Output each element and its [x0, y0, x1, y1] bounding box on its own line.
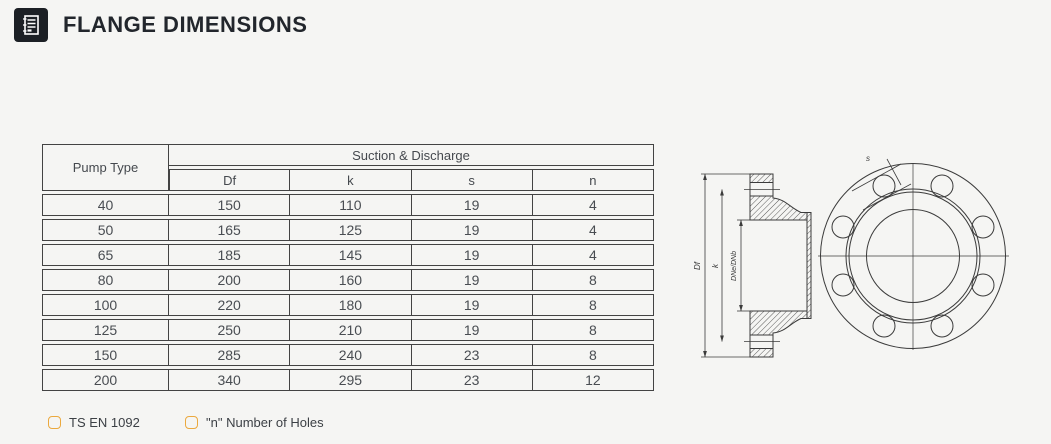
cell-n: 8: [532, 344, 654, 366]
cell-s: 19: [411, 269, 533, 291]
bolt-hole: [930, 174, 954, 198]
dim-label-bore: DNe/DNb: [731, 251, 738, 281]
cell-s: 19: [411, 244, 533, 266]
page-title: FLANGE DIMENSIONS: [63, 12, 308, 37]
table-row: 125 250 210 19 8: [42, 319, 654, 341]
cell-df: 340: [169, 369, 291, 391]
dim-label-s: s: [866, 154, 870, 163]
cell-pump-type: 65: [42, 244, 169, 266]
cell-n: 8: [532, 294, 654, 316]
cell-k: 180: [290, 294, 412, 316]
dim-label-df: Df: [693, 261, 702, 270]
col-header-suction-discharge: Suction & Discharge: [169, 144, 654, 166]
cell-n: 8: [532, 269, 654, 291]
section-upper-body: [749, 173, 812, 221]
flange-dimensions-table: Pump Type Suction & Discharge Df k s n 4…: [42, 141, 654, 394]
cell-df: 285: [169, 344, 291, 366]
legend-item-holes-note: "n" Number of Holes: [185, 415, 324, 430]
cell-pump-type: 150: [42, 344, 169, 366]
bolt-hole: [930, 314, 954, 338]
cell-pump-type: 100: [42, 294, 169, 316]
table-header-row-1: Pump Type Suction & Discharge: [42, 144, 654, 191]
cell-s: 19: [411, 194, 533, 216]
bolt-hole: [971, 273, 995, 297]
cell-s: 19: [411, 294, 533, 316]
cell-k: 295: [290, 369, 412, 391]
cell-s: 23: [411, 369, 533, 391]
legend-label: TS EN 1092: [69, 415, 140, 430]
cell-df: 220: [169, 294, 291, 316]
orange-square-bullet-icon: [48, 416, 61, 429]
cell-n: 4: [532, 194, 654, 216]
bolt-hole: [872, 314, 896, 338]
table-row: 40 150 110 19 4: [42, 194, 654, 216]
legend-label: "n" Number of Holes: [206, 415, 324, 430]
table-header-row-2: Df k s n: [42, 169, 654, 191]
cell-df: 150: [169, 194, 291, 216]
cell-n: 4: [532, 219, 654, 241]
cell-pump-type: 200: [42, 369, 169, 391]
raised-face-inner-circle: [848, 191, 978, 321]
orange-square-bullet-icon: [185, 416, 198, 429]
section-centerlines: [744, 189, 780, 342]
cell-k: 125: [290, 219, 412, 241]
table-row: 50 165 125 19 4: [42, 219, 654, 241]
table-row: 100 220 180 19 8: [42, 294, 654, 316]
bolt-hole: [831, 273, 855, 297]
flange-section-view: [749, 173, 812, 358]
cell-s: 23: [411, 344, 533, 366]
bolt-hole: [872, 174, 896, 198]
table-row: 150 285 240 23 8: [42, 344, 654, 366]
col-header-n: n: [532, 169, 654, 191]
cell-df: 200: [169, 269, 291, 291]
cell-s: 19: [411, 219, 533, 241]
section-dimensions: [701, 173, 752, 358]
dim-label-k: k: [711, 263, 720, 268]
flange-front-view: [818, 158, 1009, 350]
cell-pump-type: 125: [42, 319, 169, 341]
cell-s: 19: [411, 319, 533, 341]
bolt-holes: [831, 174, 995, 338]
spec-sheet-icon: [14, 8, 48, 42]
legend-item-standard: TS EN 1092: [48, 415, 140, 430]
cell-k: 160: [290, 269, 412, 291]
section-lower-body: [749, 310, 812, 358]
page-header: FLANGE DIMENSIONS: [14, 8, 307, 42]
col-header-s: s: [411, 169, 533, 191]
flange-technical-drawing: Df k DNe/DNb s: [693, 154, 1009, 358]
cell-k: 145: [290, 244, 412, 266]
table-row: 65 185 145 19 4: [42, 244, 654, 266]
bore-circle: [866, 209, 960, 303]
section-pipe-end-wall: [806, 212, 812, 319]
cell-k: 210: [290, 319, 412, 341]
flange-outer-circle: [820, 163, 1006, 349]
col-header-k: k: [290, 169, 412, 191]
col-header-pump-type: Pump Type: [42, 144, 169, 191]
cell-pump-type: 50: [42, 219, 169, 241]
raised-face-outer-circle: [845, 188, 981, 324]
cell-k: 110: [290, 194, 412, 216]
cell-n: 8: [532, 319, 654, 341]
table-row: 200 340 295 23 12: [42, 369, 654, 391]
cell-df: 250: [169, 319, 291, 341]
notebook-icon: [23, 15, 39, 35]
bolt-hole: [971, 215, 995, 239]
cell-k: 240: [290, 344, 412, 366]
cell-n: 12: [532, 369, 654, 391]
hole-diameter-callout: [851, 158, 912, 211]
cell-n: 4: [532, 244, 654, 266]
table-row: 80 200 160 19 8: [42, 269, 654, 291]
cell-df: 165: [169, 219, 291, 241]
cell-pump-type: 80: [42, 269, 169, 291]
bolt-hole: [831, 215, 855, 239]
col-header-df: Df: [169, 169, 291, 191]
cell-pump-type: 40: [42, 194, 169, 216]
cell-df: 185: [169, 244, 291, 266]
